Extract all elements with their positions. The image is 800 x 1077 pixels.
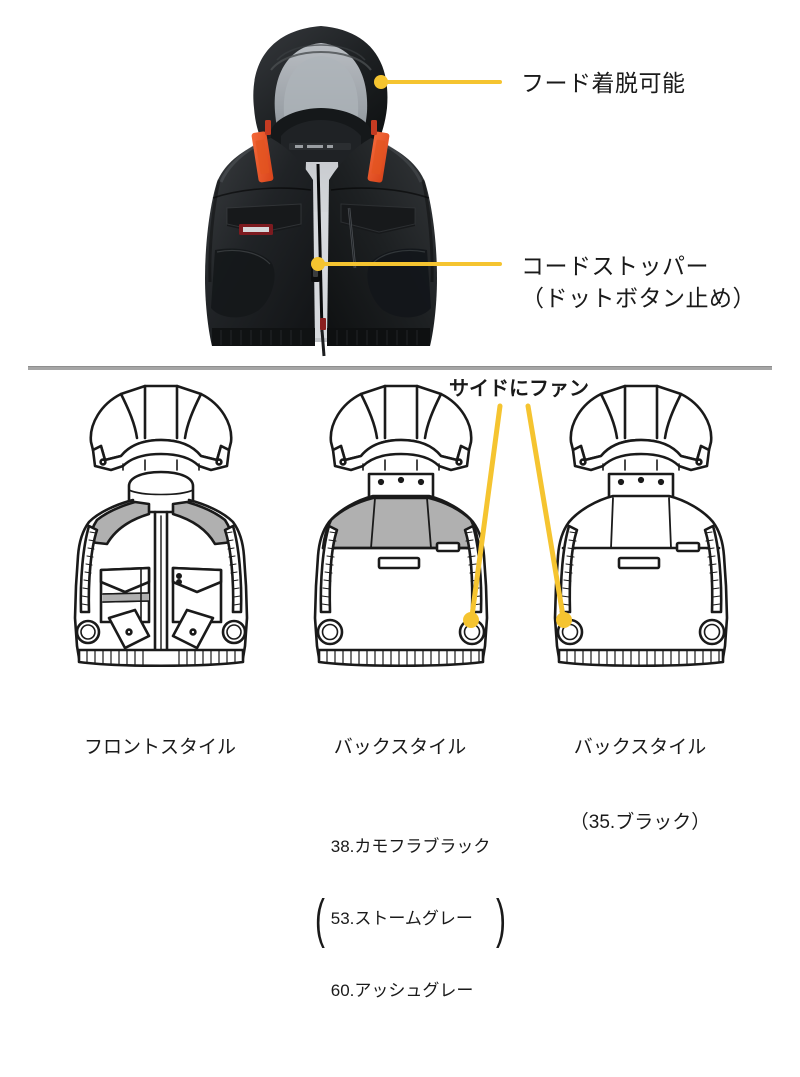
callout-label-side-fan: サイドにファン bbox=[449, 378, 589, 400]
paren-open-icon: ( bbox=[314, 889, 325, 949]
product-detail-page: フード着脱可能 コードストッパー （ドットボタン止め） bbox=[0, 0, 800, 1000]
vest-product-photo bbox=[185, 12, 455, 360]
colour-option-60: 60.アッシュグレー bbox=[330, 981, 474, 1000]
caption-back-style-black: バックスタイル （35.ブラック） bbox=[490, 685, 790, 886]
callout-label-hood: フード着脱可能 bbox=[521, 70, 686, 96]
product-photo-section: フード着脱可能 コードストッパー （ドットボタン止め） bbox=[0, 0, 800, 360]
colour-option-35: （35.ブラック） bbox=[490, 810, 790, 836]
paren-close-icon: ) bbox=[496, 889, 507, 949]
figure-back-style-black bbox=[525, 380, 755, 670]
caption-camo-colour-list: ( 38.カモフラブラック 53.ストームグレー 60.アッシュグレー ) bbox=[311, 786, 511, 1052]
section-divider bbox=[28, 366, 772, 370]
caption-front-title: フロントスタイル bbox=[83, 737, 236, 758]
callout-leader-side-fan bbox=[463, 403, 572, 628]
caption-camo-title: バックスタイル bbox=[333, 737, 467, 758]
colour-option-53: 53.ストームグレー bbox=[330, 909, 473, 928]
colour-option-35-text: 35.ブラック bbox=[588, 812, 692, 833]
paren-open-text: （ bbox=[569, 812, 589, 833]
caption-black-title: バックスタイル bbox=[573, 737, 707, 758]
caption-front-style: フロントスタイル bbox=[10, 685, 310, 810]
figure-back-style-camo bbox=[285, 380, 515, 670]
figure-front-style bbox=[45, 380, 275, 670]
colour-option-38: 38.カモフラブラック bbox=[330, 837, 491, 856]
line-drawing-section: サイドにファン bbox=[0, 372, 800, 800]
paren-close-text: ） bbox=[691, 812, 711, 833]
callout-label-cord-stopper: コードストッパー （ドットボタン止め） bbox=[521, 253, 756, 311]
callout-leader-hood bbox=[311, 75, 502, 271]
